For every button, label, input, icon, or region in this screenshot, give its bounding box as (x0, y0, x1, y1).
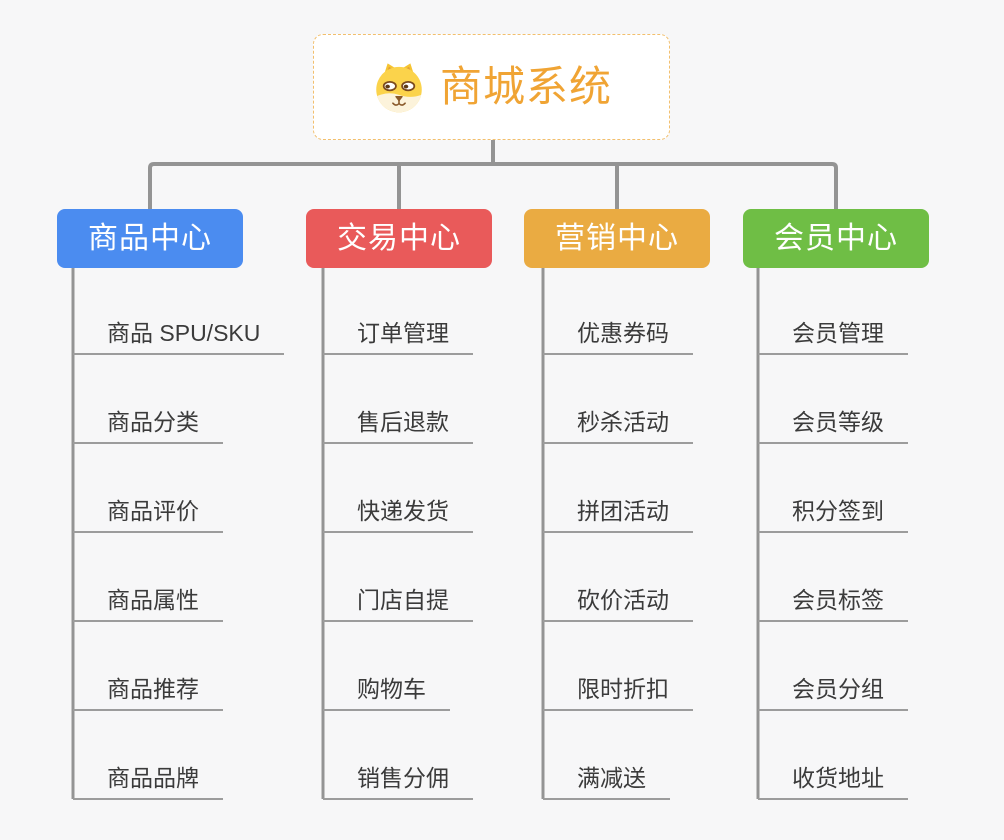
leaf-node[interactable]: 商品品牌 (73, 754, 223, 800)
leaf-label: 会员管理 (758, 320, 908, 355)
leaf-label: 商品评价 (73, 498, 223, 533)
branch-node[interactable]: 交易中心 (306, 209, 492, 268)
leaf-node[interactable]: 拼团活动 (543, 487, 693, 533)
leaf-label: 会员分组 (758, 676, 908, 711)
leaf-label: 限时折扣 (543, 676, 693, 711)
leaf-node[interactable]: 积分签到 (758, 487, 908, 533)
leaf-label: 销售分佣 (323, 765, 473, 800)
leaf-label: 商品品牌 (73, 765, 223, 800)
leaf-node[interactable]: 销售分佣 (323, 754, 473, 800)
leaf-label: 砍价活动 (543, 587, 693, 622)
leaf-node[interactable]: 商品评价 (73, 487, 223, 533)
branch-node[interactable]: 会员中心 (743, 209, 929, 268)
leaf-node[interactable]: 门店自提 (323, 576, 473, 622)
leaf-node[interactable]: 优惠券码 (543, 309, 693, 355)
leaf-label: 购物车 (323, 676, 450, 711)
leaf-label: 门店自提 (323, 587, 473, 622)
leaf-node[interactable]: 满减送 (543, 754, 670, 800)
leaf-node[interactable]: 秒杀活动 (543, 398, 693, 444)
leaf-node[interactable]: 商品 SPU/SKU (73, 309, 285, 355)
leaf-label: 订单管理 (323, 320, 473, 355)
leaf-node[interactable]: 会员管理 (758, 309, 908, 355)
leaf-label: 商品分类 (73, 409, 223, 444)
root-title: 商城系统 (439, 63, 612, 110)
leaf-label: 拼团活动 (543, 498, 693, 533)
leaf-node[interactable]: 商品分类 (73, 398, 223, 444)
leaf-label: 满减送 (543, 765, 670, 800)
leaf-label: 收货地址 (758, 765, 908, 800)
leaf-label: 商品属性 (73, 587, 223, 622)
leaf-node[interactable]: 订单管理 (323, 309, 473, 355)
leaf-label: 会员等级 (758, 409, 908, 444)
leaf-node[interactable]: 会员等级 (758, 398, 908, 444)
branch-label: 营销中心 (555, 221, 679, 255)
leaf-label: 秒杀活动 (543, 409, 693, 444)
branch-label: 会员中心 (774, 221, 898, 255)
dog-face-icon (376, 63, 422, 113)
leaf-node[interactable]: 商品推荐 (73, 665, 223, 711)
branch-label: 交易中心 (337, 221, 461, 255)
leaf-node[interactable]: 快递发货 (323, 487, 473, 533)
leaf-label: 会员标签 (758, 587, 908, 622)
leaf-node[interactable]: 商品属性 (73, 576, 223, 622)
leaf-label: 快递发货 (323, 498, 473, 533)
leaf-node[interactable]: 售后退款 (323, 398, 473, 444)
root-node[interactable]: 商城系统 (313, 34, 670, 140)
leaf-node[interactable]: 会员标签 (758, 576, 908, 622)
branch-node[interactable]: 营销中心 (524, 209, 710, 268)
leaf-label: 积分签到 (758, 498, 908, 533)
leaf-label: 优惠券码 (543, 320, 693, 355)
leaf-node[interactable]: 购物车 (323, 665, 450, 711)
leaf-label: 商品 SPU/SKU (73, 320, 285, 355)
leaf-node[interactable]: 会员分组 (758, 665, 908, 711)
leaf-label: 商品推荐 (73, 676, 223, 711)
branch-label: 商品中心 (88, 221, 212, 255)
branch-node[interactable]: 商品中心 (57, 209, 243, 268)
leaf-node[interactable]: 收货地址 (758, 754, 908, 800)
leaf-node[interactable]: 限时折扣 (543, 665, 693, 711)
leaf-node[interactable]: 砍价活动 (543, 576, 693, 622)
leaf-label: 售后退款 (323, 409, 473, 444)
